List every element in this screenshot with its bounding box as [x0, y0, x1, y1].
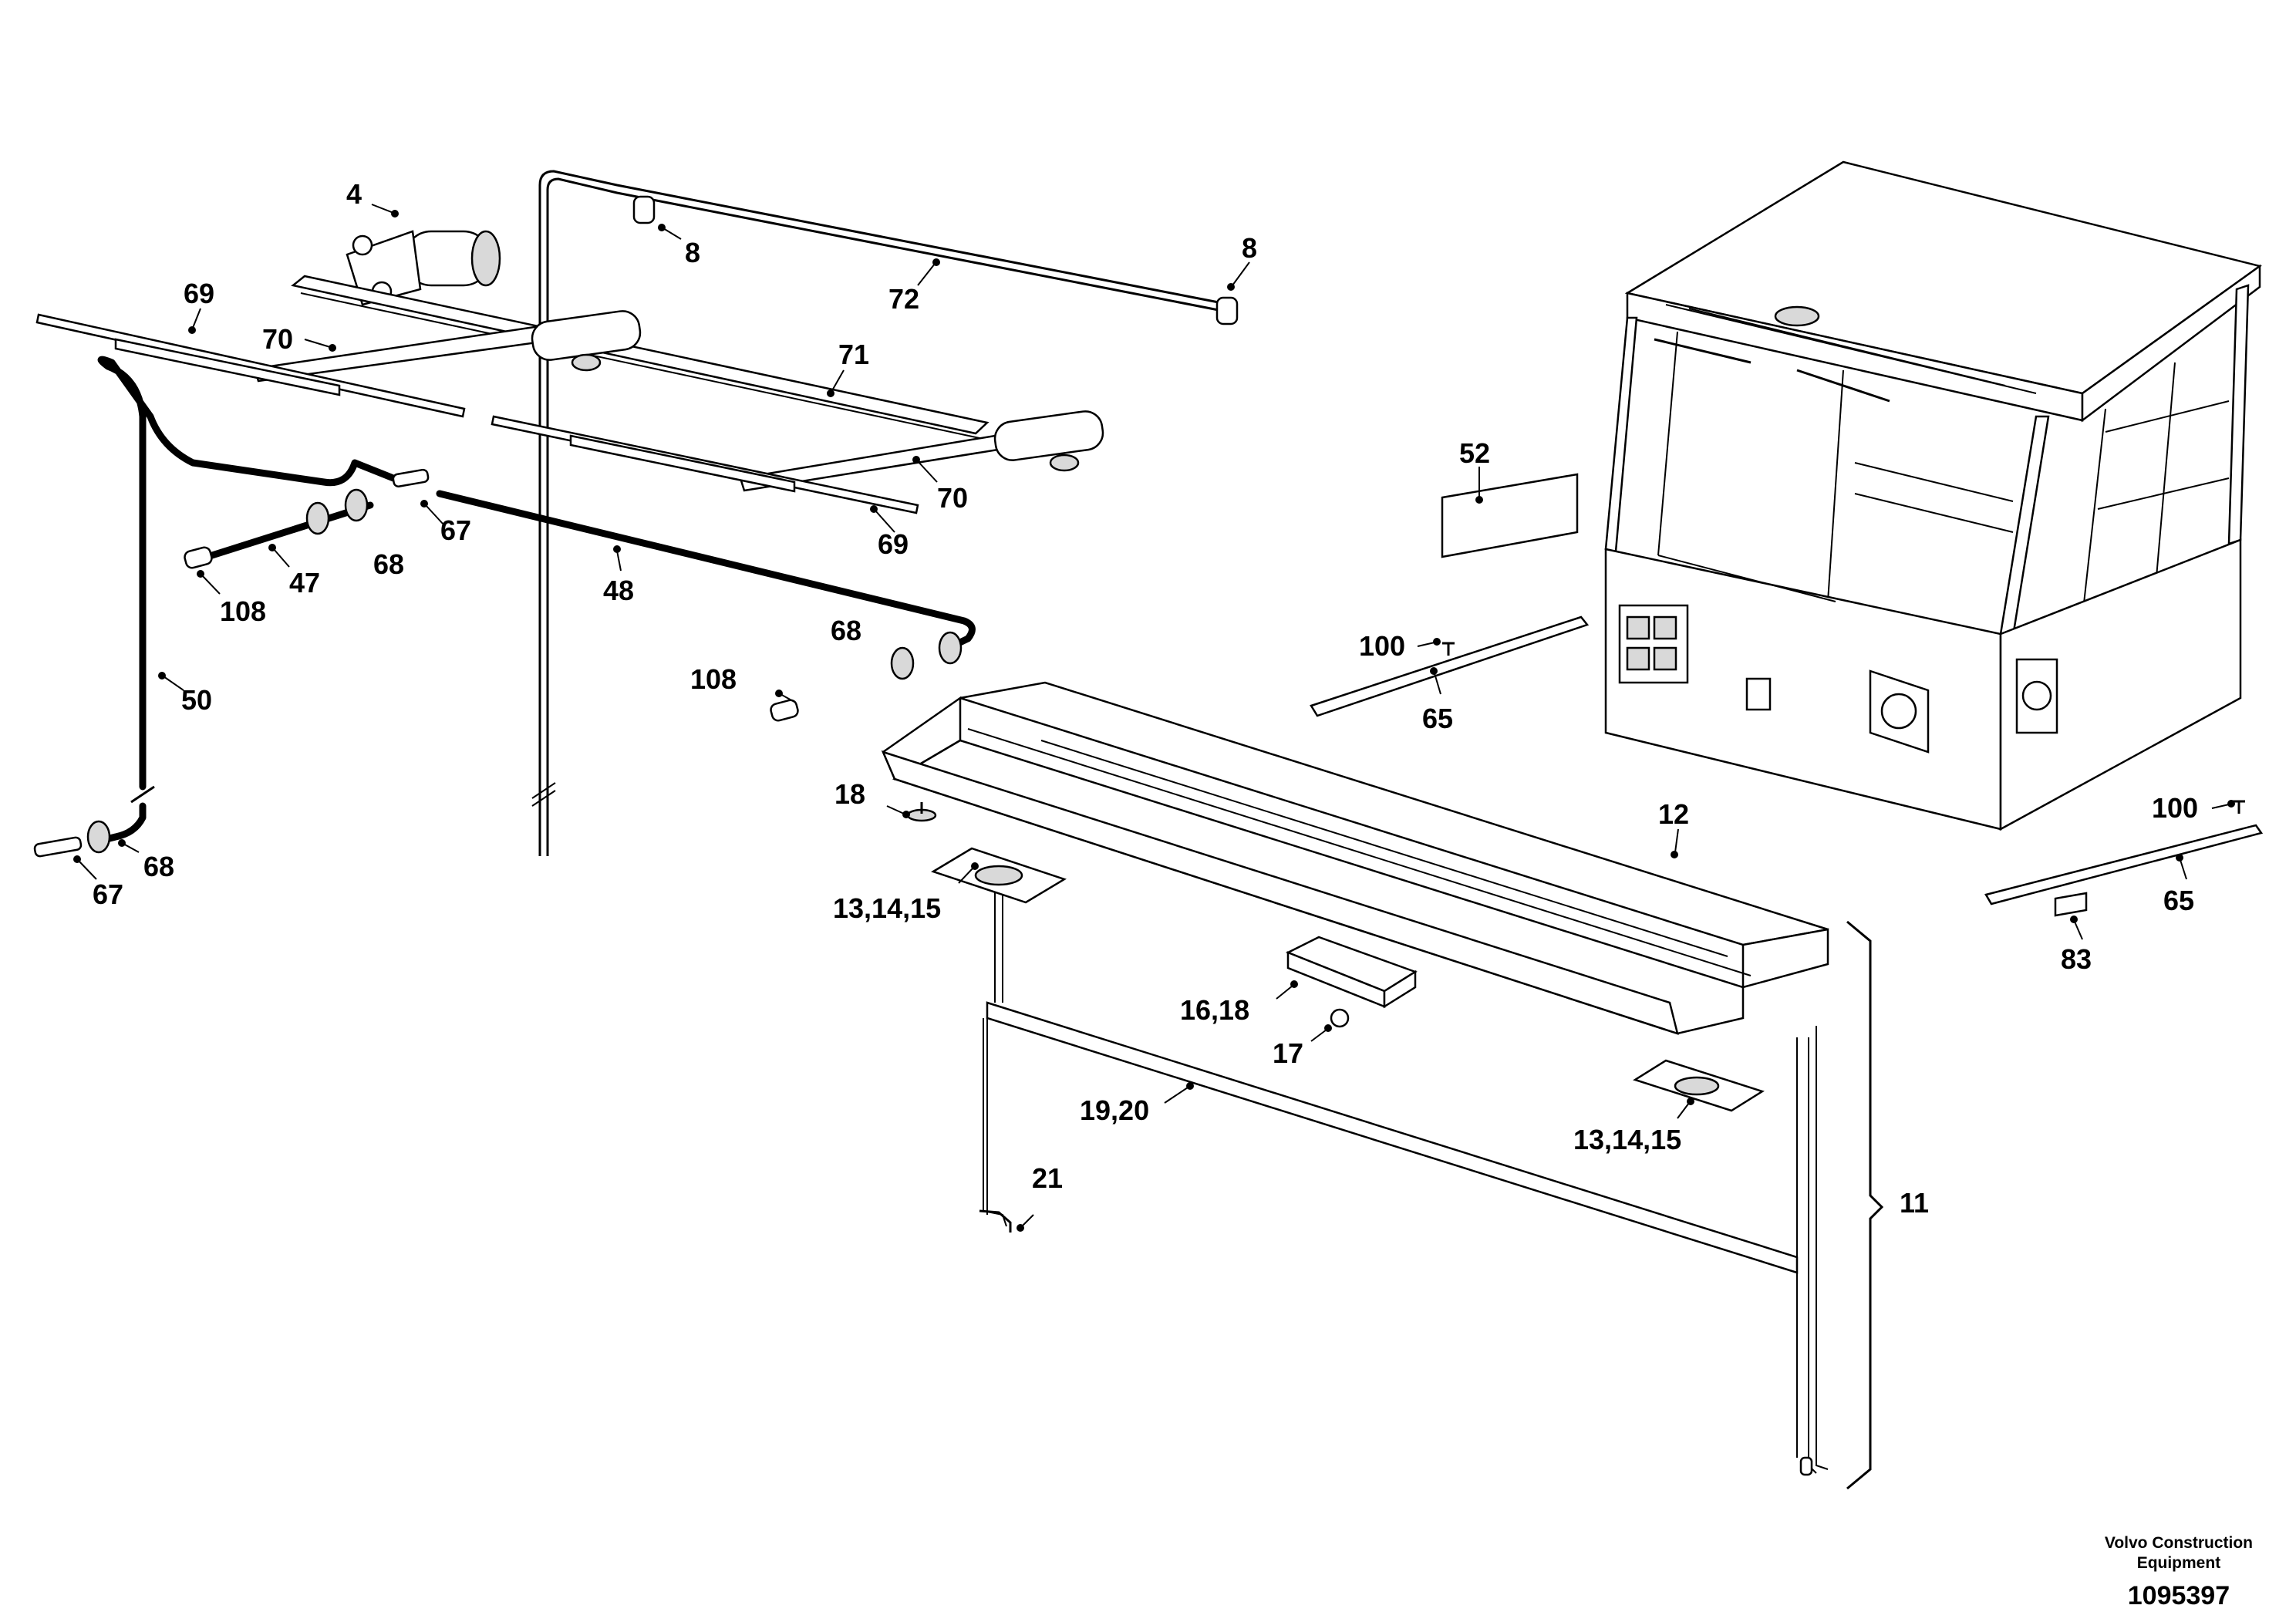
callout-8a: 8 — [685, 237, 700, 268]
bracket-131415a — [931, 847, 1067, 904]
wiper-blade-69a — [35, 313, 466, 418]
callout-48: 48 — [603, 575, 634, 606]
washer-tube-72 — [531, 170, 1239, 856]
callout-17: 17 — [1273, 1037, 1303, 1069]
seal-strip-65b — [1984, 824, 2264, 905]
decal-83 — [2054, 892, 2088, 917]
callout-11: 11 — [1900, 1187, 1929, 1219]
callout-65a: 65 — [1422, 703, 1453, 734]
callout-69a: 69 — [184, 278, 214, 309]
callout-50: 50 — [181, 684, 212, 716]
washer-hose-50 — [96, 356, 397, 845]
callout-70b: 70 — [937, 482, 968, 514]
washer-hose-48 — [436, 490, 976, 652]
brand-block: Volvo Construction Equipment 1095397 — [2105, 1533, 2253, 1611]
callout-4: 4 — [346, 178, 362, 210]
nozzle-108a — [184, 546, 213, 569]
group-bracket-11 — [1846, 920, 1884, 1490]
callout-68b: 68 — [831, 615, 861, 646]
callout-69b: 69 — [878, 528, 909, 560]
clip-21 — [979, 1209, 1012, 1233]
callout-83: 83 — [2061, 943, 2092, 975]
wiper-arm-70a — [253, 310, 642, 383]
nozzle-108b — [770, 699, 799, 722]
brand-line-1: Volvo Construction — [2104, 1534, 2253, 1552]
screw-100a — [1442, 642, 1455, 656]
wiper-blade-69b — [491, 415, 919, 514]
callout-21: 21 — [1032, 1162, 1063, 1194]
hose-clip-8b — [1215, 296, 1239, 325]
hose-clip-8a — [632, 195, 656, 224]
seal-strip-65a — [1310, 615, 1590, 717]
grommets-68 — [86, 488, 963, 854]
wiper-motor-4 — [346, 230, 501, 306]
callout-68c: 68 — [143, 851, 174, 882]
callout-8b: 8 — [1242, 232, 1257, 264]
callout-72: 72 — [888, 283, 919, 315]
callout-1920: 19,20 — [1080, 1094, 1149, 1126]
callout-131415b: 13,14,15 — [1573, 1124, 1681, 1155]
callout-131415a: 13,14,15 — [833, 892, 941, 924]
bracket-131415b — [1633, 1059, 1765, 1112]
drawing-number: 1095397 — [2127, 1581, 2230, 1610]
lamp-1618 — [1285, 936, 1418, 1009]
callout-108a: 108 — [220, 595, 266, 627]
callout-100b: 100 — [2152, 792, 2198, 824]
callout-1618: 16,18 — [1180, 994, 1249, 1026]
callout-100a: 100 — [1359, 630, 1405, 662]
wiper-arm-70b — [739, 410, 1104, 492]
callout-108b: 108 — [690, 663, 737, 695]
callout-52: 52 — [1459, 437, 1490, 469]
leader-lines — [73, 204, 2235, 1232]
knob-17 — [1330, 1008, 1350, 1028]
callout-71: 71 — [838, 339, 869, 370]
callout-67b: 67 — [93, 878, 123, 910]
brand-line-2: Equipment — [2136, 1554, 2221, 1572]
washer-hose-47 — [208, 501, 374, 559]
callout-70a: 70 — [262, 323, 293, 355]
connector-67b — [33, 836, 83, 858]
wiper-linkage-71 — [291, 275, 990, 439]
cab-assembly — [1604, 160, 2262, 831]
callout-labels: 4 8 8 72 69 70 71 70 69 67 47 68 108 48 … — [93, 178, 2198, 1219]
decal-52 — [1441, 473, 1579, 558]
screw-100b — [2233, 800, 2245, 814]
connector-67a — [392, 468, 430, 487]
callout-18: 18 — [834, 778, 865, 810]
screw-18 — [906, 802, 937, 822]
callout-67a: 67 — [440, 514, 471, 546]
callout-12: 12 — [1658, 798, 1689, 830]
callout-47: 47 — [289, 567, 320, 599]
callout-65b: 65 — [2163, 885, 2194, 916]
callout-68a: 68 — [373, 548, 404, 580]
roller-blind-assembly-12 — [881, 681, 1829, 1476]
